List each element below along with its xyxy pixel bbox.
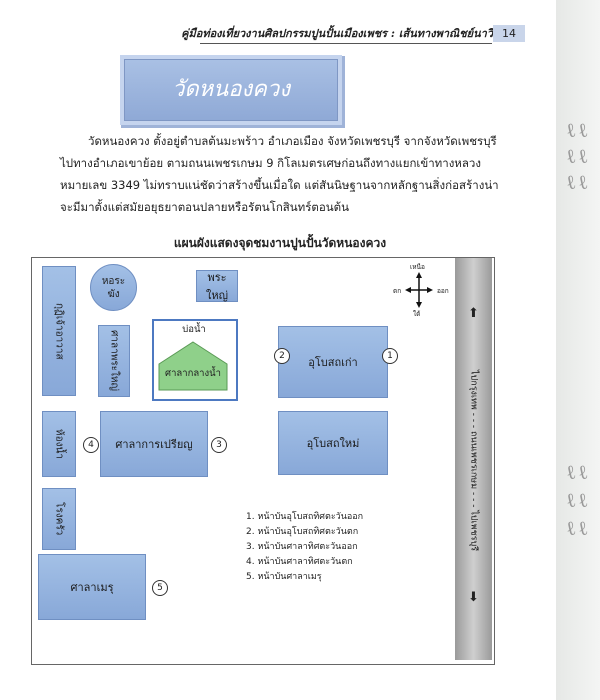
building-kuti: กุฏิเจ้าอาวาส xyxy=(42,266,76,396)
legend-item: 3. หน้าบันศาลาทิศตะวันออก xyxy=(246,542,358,552)
building-label: ศาลาพระใหญ่ xyxy=(108,330,120,392)
building-label: กุฏิเจ้าอาวาส xyxy=(53,302,65,360)
road-label: ไปกรุงเทพ - - - ถนนเพชรเกษม - - - ไปเพชร… xyxy=(468,370,479,552)
building-label: ห้องน้ำ xyxy=(53,429,65,459)
building-ubosot-old: อุโบสถเก่า xyxy=(278,326,388,398)
compass-south: ใต้ xyxy=(413,310,421,318)
sala-klang-nam-label: ศาลากลางน้ำ xyxy=(165,368,221,379)
building-label: ศาลาเมรุ xyxy=(70,581,114,594)
legend-item: 5. หน้าบันศาลาเมรุ xyxy=(246,572,322,582)
compass-west: ตก xyxy=(393,287,402,295)
marker-5: 5 xyxy=(152,580,168,596)
arrow-down-icon: ⬇ xyxy=(468,590,479,605)
legend-item: 4. หน้าบันศาลาทิศตะวันตก xyxy=(246,557,353,567)
map-legend: 1. หน้าบันอุโบสถทิศตะวันออก 2. หน้าบันอุ… xyxy=(246,510,363,585)
temple-map xyxy=(31,257,495,665)
building-kitchen: โรงครัว xyxy=(42,488,76,550)
binding-margin xyxy=(556,0,600,700)
building-ubosot-new: อุโบสถใหม่ xyxy=(278,411,388,475)
running-header: คู่มือท่องเที่ยวงานศิลปกรรมปูนปั้นเมืองเ… xyxy=(181,27,493,40)
legend-item: 2. หน้าบันอุโบสถทิศตะวันตก xyxy=(246,527,359,537)
building-label: ศาลาการเปรียญ xyxy=(115,438,193,451)
intro-text: วัดหนองควง ตั้งอยู่ตำบลต้นมะพร้าว อำเภอเ… xyxy=(60,134,499,214)
building-sala-men: ศาลาเมรุ xyxy=(38,554,146,620)
marker-1: 1 xyxy=(382,348,398,364)
pond-label: บ่อน้ำ xyxy=(182,324,206,335)
marker-4: 4 xyxy=(83,437,99,453)
page-number: 14 xyxy=(493,25,525,42)
marker-3: 3 xyxy=(211,437,227,453)
title-banner: วัดหนองควง xyxy=(124,59,338,121)
building-label: อุโบสถใหม่ xyxy=(306,437,360,450)
building-bell-tower: หอระฆัง xyxy=(90,264,137,311)
compass-east: ออก xyxy=(437,287,449,295)
building-label: พระใหญ่ xyxy=(206,271,228,302)
map-title: แผนผังแสดงจุดชมงานปูนปั้นวัดหนองควง xyxy=(173,236,387,250)
sala-klang-nam-icon xyxy=(158,341,228,391)
road-petchkasem: ⬆ ไปกรุงเทพ - - - ถนนเพชรเกษม - - - ไปเพ… xyxy=(455,258,492,660)
marker-2: 2 xyxy=(274,348,290,364)
compass-north: เหนือ xyxy=(410,263,425,271)
building-sala-kanparian: ศาลาการเปรียญ xyxy=(100,411,208,477)
compass-icon xyxy=(405,272,433,308)
page-title: วัดหนองควง xyxy=(172,77,290,102)
building-sala-phra-yai: ศาลาพระใหญ่ xyxy=(98,325,130,397)
building-phra-yai: พระใหญ่ xyxy=(196,270,238,302)
building-label: อุโบสถเก่า xyxy=(308,356,358,369)
building-label: โรงครัว xyxy=(53,502,65,536)
legend-item: 1. หน้าบันอุโบสถทิศตะวันออก xyxy=(246,512,364,522)
arrow-up-icon: ⬆ xyxy=(468,306,479,321)
sala-klang-nam-shape xyxy=(158,341,228,391)
intro-paragraph: วัดหนองควง ตั้งอยู่ตำบลต้นมะพร้าว อำเภอเ… xyxy=(60,130,500,218)
pond-frame xyxy=(152,319,238,401)
building-label: หอระฆัง xyxy=(101,275,126,300)
building-restroom: ห้องน้ำ xyxy=(42,411,76,477)
header-rule xyxy=(200,43,492,44)
